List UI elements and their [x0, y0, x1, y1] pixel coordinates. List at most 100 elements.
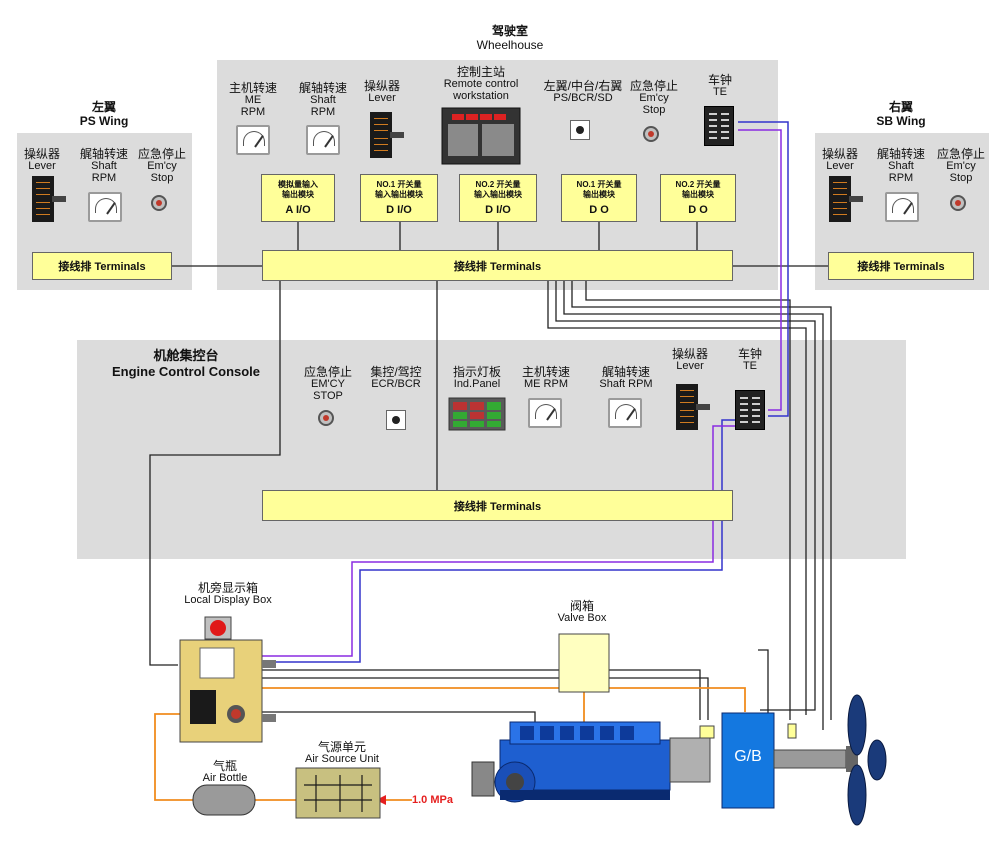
sb-lever-label: 操纵器 Lever — [822, 148, 858, 172]
ecc-ind-panel-label: 指示灯板 Ind.Panel — [453, 366, 501, 390]
wh-stop-label-en1: Em'cy — [639, 92, 669, 104]
ps-lever-label: 操纵器 Lever — [24, 148, 60, 172]
ecc-ecr-bcr-selector-switch[interactable] — [386, 410, 406, 430]
propeller-shaft — [773, 694, 887, 826]
wh-lever-label-zh: 操纵器 — [363, 79, 401, 93]
ecc-te-label-zh: 车钟 — [737, 347, 763, 361]
ecc-lever-label: 操纵器 Lever — [672, 348, 708, 372]
sb-shaft-rpm-label-en1: Shaft — [888, 160, 914, 172]
wh-remote-label: 控制主站 Remote control workstation — [444, 66, 519, 102]
wh-remote-label-zh: 控制主站 — [456, 65, 505, 79]
local-display-box — [179, 616, 276, 743]
wh-stop-label-en2: Stop — [642, 104, 666, 116]
ps-terminals: 接线排 Terminals — [32, 252, 172, 280]
sb-lever[interactable] — [829, 176, 863, 222]
air-source-unit — [295, 767, 381, 819]
gearbox — [721, 712, 775, 809]
ps-wing-title: 左翼 PS Wing — [80, 100, 129, 128]
ecc-lever-label-zh: 操纵器 — [671, 347, 709, 361]
ecc-ind-panel-label-zh: 指示灯板 — [452, 365, 502, 379]
ecc-stop-label-zh: 应急停止 — [303, 365, 353, 379]
remote-control-workstation — [441, 107, 521, 165]
wh-me-rpm-label-en2: RPM — [240, 106, 266, 118]
ps-wing-title-en: PS Wing — [79, 114, 129, 128]
module-dio-2-title: NO.2 开关量 输入输出模块 — [474, 180, 522, 199]
ecc-terminals: 接线排 Terminals — [262, 490, 733, 521]
wh-me-rpm-label: 主机转速 ME RPM — [229, 82, 277, 118]
wh-shaft-rpm-label-en1: Shaft — [310, 94, 336, 106]
module-do-2-title: NO.2 开关量 输出模块 — [675, 180, 721, 199]
ecc-title-zh: 机舱集控台 — [153, 348, 219, 363]
sb-stop-label: 应急停止 Em'cy Stop — [937, 148, 985, 184]
valve-box-label-zh: 阀箱 — [569, 599, 594, 613]
sb-terminals-label: 接线排 Terminals — [857, 261, 945, 273]
module-aio: 模拟量输入 输出模块 A I/O — [261, 174, 335, 222]
ps-stop-label-en2: Stop — [150, 172, 174, 184]
ecc-ecr-bcr-label-en: ECR/BCR — [371, 378, 421, 390]
ecc-lever-label-en: Lever — [676, 360, 704, 372]
module-dio-1: NO.1 开关量 输入输出模块 D I/O — [360, 174, 438, 222]
module-do-1-title: NO.1 开关量 输出模块 — [576, 180, 622, 199]
wh-remote-label-en1: Remote control — [443, 78, 519, 90]
wh-shaft-rpm-gauge — [306, 125, 340, 155]
ecc-telegraph[interactable] — [735, 390, 765, 430]
sb-stop-label-zh: 应急停止 — [936, 147, 986, 161]
ecc-lever[interactable] — [676, 384, 710, 430]
ps-lever-label-zh: 操纵器 — [23, 147, 61, 161]
wh-terminals: 接线排 Terminals — [262, 250, 733, 281]
wh-me-rpm-label-en1: ME — [244, 94, 262, 106]
wh-shaft-rpm-label: 艉轴转速 Shaft RPM — [299, 82, 347, 118]
ecc-terminals-label: 接线排 Terminals — [453, 500, 542, 513]
ps-lever[interactable] — [32, 176, 66, 222]
wh-ps-bcr-sd-selector-switch[interactable] — [570, 120, 590, 140]
wh-te-label: 车钟 TE — [708, 74, 732, 98]
wh-me-rpm-label-zh: 主机转速 — [228, 81, 278, 95]
ecc-me-rpm-label: 主机转速 ME RPM — [522, 366, 570, 390]
valve-box-label-en: Valve Box — [557, 612, 607, 624]
valve-box — [558, 633, 610, 693]
ecc-shaft-rpm-label: 艉轴转速 Shaft RPM — [599, 366, 652, 390]
wh-selector-label-zh: 左翼/中台/右翼 — [543, 79, 623, 93]
ecc-me-rpm-gauge — [528, 398, 562, 428]
ps-shaft-rpm-label-zh: 艉轴转速 — [79, 147, 129, 161]
valve-box-label: 阀箱 Valve Box — [558, 600, 607, 624]
sb-lever-label-zh: 操纵器 — [821, 147, 859, 161]
ecc-stop-label-en1: EM'CY — [311, 378, 345, 390]
ps-shaft-rpm-gauge — [88, 192, 122, 222]
ecc-stop-label: 应急停止 EM'CY STOP — [304, 366, 352, 402]
wheelhouse-title-zh: 驾驶室 — [491, 24, 528, 38]
wh-lever-label: 操纵器 Lever — [364, 80, 400, 104]
sb-lever-label-en: Lever — [826, 160, 854, 172]
air-source-unit-label-en: Air Source Unit — [305, 753, 379, 765]
pressure-label: 1.0 MPa — [412, 794, 453, 806]
ps-stop-label-zh: 应急停止 — [137, 147, 187, 161]
wh-shaft-rpm-label-zh: 艉轴转速 — [298, 81, 348, 95]
wh-emergency-stop-button[interactable] — [643, 126, 659, 142]
wh-lever-label-en: Lever — [368, 92, 396, 104]
wheelhouse-title-en: Wheelhouse — [476, 38, 544, 52]
wh-selector-label-en: PS/BCR/SD — [553, 92, 613, 104]
local-display-box-label-en: Local Display Box — [184, 594, 272, 606]
sb-shaft-rpm-label-zh: 艉轴转速 — [876, 147, 926, 161]
sb-wing-title: 右翼 SB Wing — [876, 100, 925, 128]
wh-telegraph[interactable] — [704, 106, 734, 146]
local-display-box-label: 机旁显示箱 Local Display Box — [184, 582, 271, 606]
ps-lever-label-en: Lever — [28, 160, 56, 172]
sb-stop-label-en1: Em'cy — [946, 160, 976, 172]
ecc-shaft-rpm-gauge — [608, 398, 642, 428]
wh-stop-label: 应急停止 Em'cy Stop — [630, 80, 678, 116]
ps-shaft-rpm-label: 艉轴转速 Shaft RPM — [80, 148, 128, 184]
module-do-1: NO.1 开关量 输出模块 D O — [561, 174, 637, 222]
main-engine — [471, 721, 715, 803]
ecc-emergency-stop-button[interactable] — [318, 410, 334, 426]
sb-emergency-stop-button[interactable] — [950, 195, 966, 211]
ps-emergency-stop-button[interactable] — [151, 195, 167, 211]
ps-stop-label-en1: Em'cy — [147, 160, 177, 172]
sb-wing-title-zh: 右翼 — [888, 100, 913, 114]
air-bottle-label-zh: 气瓶 — [212, 759, 238, 773]
ecc-title: 机舱集控台 Engine Control Console — [112, 348, 260, 380]
wh-lever[interactable] — [370, 112, 404, 158]
wh-me-rpm-gauge — [236, 125, 270, 155]
wh-te-label-zh: 车钟 — [707, 73, 733, 87]
